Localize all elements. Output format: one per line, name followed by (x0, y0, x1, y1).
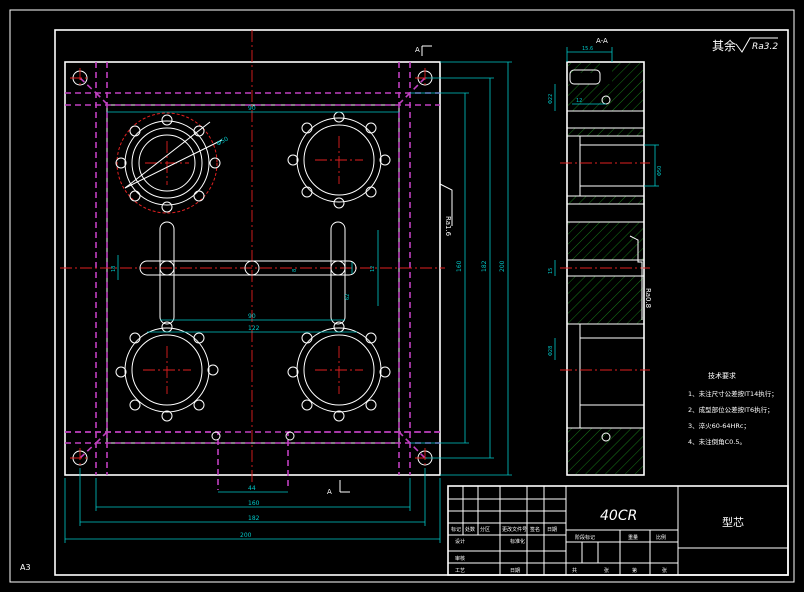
dim-height-18: 18 (111, 266, 117, 272)
dim-width-122: 122 (248, 325, 260, 332)
cut-label-top: A (415, 46, 420, 54)
dim-diameter-50: Φ50 (216, 135, 230, 147)
note-4: 4、未注倒角C0.5。 (688, 437, 746, 446)
sec-dim-12: 12 (576, 98, 582, 104)
note-1: 1、未注尺寸公差按IT14执行； (688, 389, 778, 398)
cut-label-bottom: A (327, 488, 332, 496)
section-outline (566, 61, 645, 476)
sec-dim-phi28: Φ28 (548, 346, 554, 356)
sec-dim-15: 15 (548, 268, 554, 274)
material-label: 40CR (600, 508, 637, 524)
bottom-pockets (65, 431, 440, 490)
dim-height-182: 182 (481, 260, 488, 272)
cut-arrow-top (421, 45, 432, 56)
plate-outline (64, 61, 441, 476)
tb-scale: 比例 (656, 534, 666, 541)
bolt-holes (115, 111, 391, 422)
tb-check: 审核 (455, 555, 465, 562)
cavity-bottom-right (296, 327, 382, 413)
tb-approve: 日期 (510, 568, 520, 574)
ra-side-symbol (439, 183, 453, 226)
roughness-prefix: 其余 (712, 38, 736, 53)
tb-mark: 标记 (451, 526, 461, 533)
sec-dim-phi50: Φ50 (657, 166, 663, 176)
tb-sign: 签名 (530, 526, 540, 533)
sec-dim-phi22: Φ22 (548, 94, 554, 104)
ra-cut-leader (629, 235, 643, 320)
cavity-bottom-left (124, 327, 210, 413)
cavity-top-right (296, 117, 382, 203)
note-3: 3、淬火60-64HRc； (688, 421, 750, 430)
front-view: A A (60, 30, 445, 496)
roughness-note: 其余 Ra3.2 (712, 37, 778, 53)
tb-design: 设计 (455, 538, 465, 545)
dim-height-total: 200 (499, 260, 506, 272)
cavity-top-left (116, 112, 223, 214)
tb-sheet-no: 第 (632, 567, 637, 574)
roughness-value: Ra3.2 (752, 42, 778, 52)
sheet-outer-border (9, 9, 795, 583)
tb-total: 共 (572, 567, 577, 574)
dim-width-160: 160 (248, 500, 260, 507)
tb-standard: 标准化 (510, 538, 525, 545)
tb-sheet2: 张 (662, 567, 667, 574)
title-block: 40CR 型芯 标记 处数 分区 更改文件号 签名 日期 设计 标准化 审核 工… (447, 485, 789, 576)
dim-height-160: 160 (456, 260, 463, 272)
dim-width-90-mid: 90 (248, 313, 256, 320)
runner-channels (139, 221, 357, 325)
core-outline (106, 104, 400, 444)
dim-width-182: 182 (248, 515, 260, 522)
sec-dim-15-6: 15.6 (582, 46, 593, 52)
sheet-size-label: A3 (20, 563, 31, 572)
front-dimensions: 200 182 160 44 122 90 90 200 182 160 12 … (64, 61, 512, 543)
tb-stage-mark: 阶段标记 (575, 534, 595, 541)
section-view: A-A (548, 37, 663, 476)
tb-count: 处数 (465, 526, 475, 533)
dim-width-total: 200 (240, 532, 252, 539)
hidden-frame (65, 62, 440, 475)
roughness-symbol (735, 37, 778, 53)
tb-process: 工艺 (455, 568, 465, 574)
dim-height-12: 12 (370, 266, 376, 272)
ra-side-value: Ra1.6 (444, 216, 452, 237)
section-title: A-A (596, 37, 608, 45)
technical-notes: 技术要求 1、未注尺寸公差按IT14执行； 2、成型部位公差按IT6执行； 3、… (688, 371, 778, 446)
ra-cut-value: Ra0.8 (644, 288, 652, 308)
dim-height-62: 62 (345, 294, 351, 300)
notes-title: 技术要求 (708, 371, 736, 380)
tb-sheet: 张 (604, 567, 609, 574)
tb-weight: 重量 (628, 534, 638, 541)
section-dimensions: 15.6 12 Φ22 Φ50 15 Φ28 Ra0.8 (548, 46, 663, 360)
dim-height-8: 8 (292, 269, 298, 272)
sheet-inner-border (54, 29, 789, 576)
cut-arrow-bottom (339, 480, 350, 493)
section-internal-lines (560, 69, 650, 442)
tb-date: 日期 (547, 527, 557, 533)
tb-change-doc: 更改文件号 (502, 526, 527, 533)
dim-width-90-top: 90 (248, 105, 256, 112)
tb-zone: 分区 (480, 526, 490, 533)
note-2: 2、成型部位公差按IT6执行； (688, 405, 774, 414)
part-name: 型芯 (722, 515, 744, 529)
dim-width-44: 44 (248, 485, 256, 492)
